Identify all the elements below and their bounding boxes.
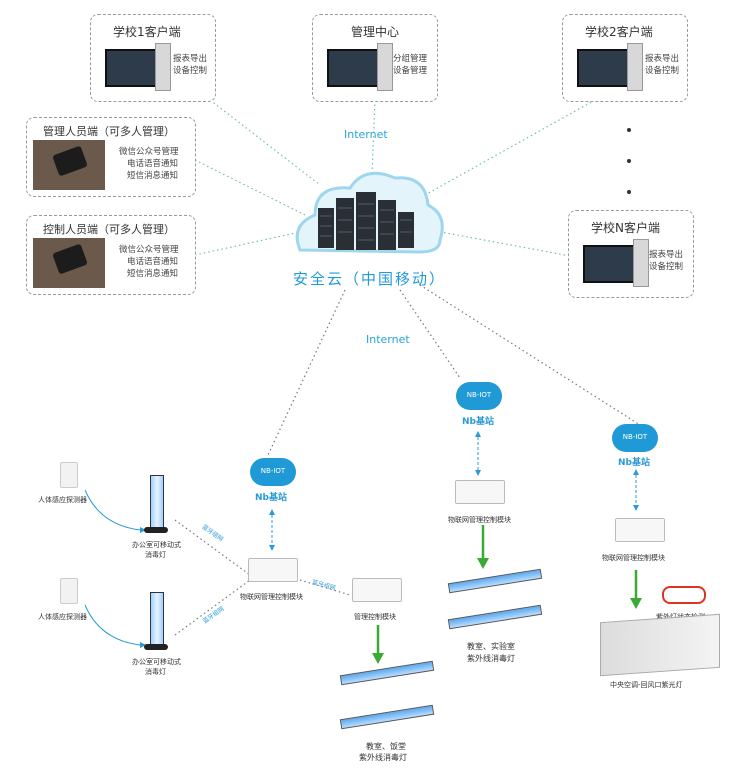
manager-line-3: 短信消息通知: [127, 171, 179, 181]
central-ac-label: 中央空调-回风口紫光灯: [610, 681, 683, 689]
school2-line-1: 报表导出: [645, 54, 680, 64]
desktop-tower-icon: [377, 43, 393, 91]
mobile-lamp-label-2: 消毒灯: [145, 668, 166, 676]
nb-station-label: Nb基站: [462, 417, 494, 427]
manager-line-2: 电话语音通知: [127, 159, 179, 169]
center-client-box[interactable]: 管理中心 分组管理 设备管理: [312, 14, 438, 102]
controller-line-2: 电话语音通知: [127, 257, 179, 267]
mobile-lamp-label-1: 办公室可移动式: [132, 658, 181, 666]
canteen-lamp-label-1: 教室、饭堂: [366, 742, 406, 751]
internet-label-bottom: Internet: [366, 333, 410, 346]
human-sensor-icon: [60, 462, 78, 488]
phone-icon: [52, 145, 88, 177]
nbiot-cloud-icon: NB-IOT: [612, 424, 658, 452]
nbiot-label: NB-IOT: [466, 391, 492, 399]
controller-line-3: 短信消息通知: [127, 269, 179, 279]
uv-detect-cable-icon: [662, 586, 706, 604]
lab-lamp-label-1: 教室、实验室: [467, 642, 515, 651]
schoolN-line-1: 报表导出: [649, 250, 684, 260]
center-line-2: 设备管理: [393, 66, 428, 76]
desktop-tower-icon: [627, 43, 643, 91]
controller-mobile-box[interactable]: 控制人员端（可多人管理） 微信公众号管理 电话语音通知 短信消息通知: [26, 215, 196, 295]
nb-station-label: Nb基站: [618, 458, 650, 468]
schoolN-title: 学校N客户端: [591, 221, 660, 235]
ellipsis-dot: [627, 128, 631, 132]
ellipsis-dot: [627, 190, 631, 194]
iot-module-label: 物联网管理控制模块: [602, 554, 665, 562]
nbiot-cloud-icon: NB-IOT: [250, 458, 296, 486]
phone-icon: [52, 243, 88, 275]
nb-station-label: Nb基站: [255, 493, 287, 503]
lamp-base: [144, 644, 168, 650]
internet-label-top: Internet: [344, 128, 388, 141]
desktop-monitor-icon: [327, 49, 379, 87]
lab-lamp-label-2: 紫外线消毒灯: [467, 654, 515, 663]
manager-title: 管理人员端（可多人管理）: [43, 125, 175, 138]
desktop-monitor-icon: [577, 49, 629, 87]
school2-client-box[interactable]: 学校2客户端 报表导出 设备控制: [562, 14, 688, 102]
center-title: 管理中心: [351, 25, 400, 39]
iot-module-label: 物联网管理控制模块: [448, 516, 511, 524]
school1-client-box[interactable]: 学校1客户端 报表导出 设备控制: [90, 14, 216, 102]
center-line-1: 分组管理: [393, 54, 428, 64]
desktop-tower-icon: [155, 43, 171, 91]
desktop-monitor-icon: [105, 49, 157, 87]
school1-line-2: 设备控制: [173, 66, 208, 76]
mobile-lamp-label-1: 办公室可移动式: [132, 541, 181, 549]
mobile-lamp-label-2: 消毒灯: [145, 551, 166, 559]
controller-title: 控制人员端（可多人管理）: [43, 223, 175, 236]
schoolN-line-2: 设备控制: [649, 262, 684, 272]
nbiot-label: NB-IOT: [260, 467, 286, 475]
human-sensor-icon: [60, 578, 78, 604]
phone-hand-photo: [33, 238, 105, 288]
desktop-monitor-icon: [583, 245, 635, 283]
phone-hand-photo: [33, 140, 105, 190]
iot-module-icon: [248, 558, 298, 582]
sensor-label: 人体感应探测器: [38, 613, 87, 621]
iot-module-icon: [615, 518, 665, 542]
canteen-lamp-label-2: 紫外线消毒灯: [359, 753, 407, 762]
schoolN-client-box[interactable]: 学校N客户端 报表导出 设备控制: [568, 210, 694, 298]
ellipsis-dot: [627, 159, 631, 163]
sensor-label: 人体感应探测器: [38, 496, 87, 504]
iot-module-label: 物联网管理控制模块: [240, 593, 303, 601]
school1-line-1: 报表导出: [173, 54, 208, 64]
mgmt-module-icon: [352, 578, 402, 602]
school2-title: 学校2客户端: [585, 25, 653, 39]
school2-line-2: 设备控制: [645, 66, 680, 76]
mgmt-module-label: 管理控制模块: [354, 613, 396, 621]
nbiot-cloud-icon: NB-IOT: [456, 382, 502, 410]
mobile-uv-lamp-icon: [150, 475, 164, 529]
cloud-name: 安全云（中国移动）: [293, 270, 447, 288]
school1-title: 学校1客户端: [113, 25, 181, 39]
central-ac-uv-unit-icon: [600, 613, 720, 677]
lamp-base: [144, 527, 168, 533]
desktop-tower-icon: [633, 239, 649, 287]
controller-line-1: 微信公众号管理: [119, 245, 179, 255]
manager-line-1: 微信公众号管理: [119, 147, 179, 157]
iot-module-icon: [455, 480, 505, 504]
mobile-uv-lamp-icon: [150, 592, 164, 646]
manager-mobile-box[interactable]: 管理人员端（可多人管理） 微信公众号管理 电话语音通知 短信消息通知: [26, 117, 196, 197]
nbiot-label: NB-IOT: [622, 433, 648, 441]
